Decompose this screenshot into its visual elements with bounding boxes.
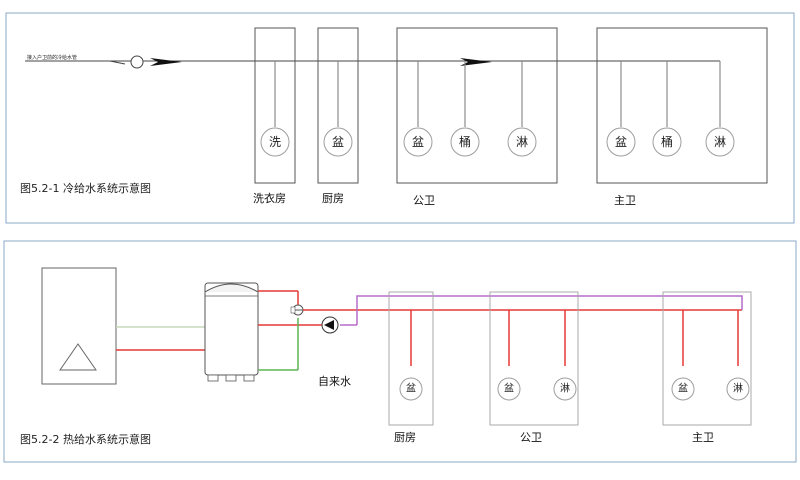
fixture-public-bath-shower: 淋 [507,127,537,157]
fixture-master-bath-shower: 淋 [705,127,735,157]
flow-arrow-icon [460,58,492,66]
room-box-public-bath [396,27,558,184]
room-box-laundry [254,27,296,184]
cold-inlet-label: 接入户卫前的冷给水管 [27,54,77,61]
room-label-kitchen: 厨房 [322,192,344,205]
hot-room-box-public-bath [489,291,579,426]
svg-text:盆: 盆 [412,135,424,149]
flow-arrow-icon [150,58,182,66]
svg-text:盆: 盆 [406,382,416,395]
cold-water-diagram: 接入户卫前的冷给水管 洗 盆 [5,12,795,224]
svg-text:桶: 桶 [459,134,471,149]
room-box-kitchen [317,27,359,184]
hot-fixture-public-bath-basin: 盆 [497,377,521,401]
hot-room-label-kitchen: 厨房 [394,431,416,444]
hot-water-diagram: 自来水 盆 [3,240,797,463]
svg-text:盆: 盆 [332,135,344,149]
cold-pipe-offset [109,60,126,65]
svg-text:淋: 淋 [714,135,726,149]
svg-text:盆: 盆 [504,382,514,395]
hot-fixture-master-bath-basin: 盆 [671,377,695,401]
svg-text:桶: 桶 [661,134,673,149]
recirculation-pipe [356,295,743,325]
hot-branch-pipes [410,310,739,366]
hot-room-label-public-bath: 公卫 [520,431,542,444]
svg-text:淋: 淋 [560,382,570,395]
hot-diagram-caption: 图5.2-2 热给水系统示意图 [20,432,151,446]
circulation-pump-icon [321,316,339,334]
fixture-master-bath-basin: 盆 [606,127,636,157]
room-box-master-bath [596,27,768,184]
water-meter-icon [130,55,144,69]
hot-fixture-kitchen-basin: 盆 [399,377,423,401]
room-label-public-bath: 公卫 [413,194,435,207]
room-label-master-bath: 主卫 [614,194,636,207]
fixture-kitchen-basin: 盆 [323,127,353,157]
cold-branch-pipes [274,61,721,127]
hot-diagram-frame [3,240,797,463]
cold-diagram-frame [5,12,795,224]
svg-text:洗: 洗 [269,135,281,149]
hot-fixture-master-bath-shower: 淋 [726,377,750,401]
fixture-public-bath-basin: 盆 [403,127,433,157]
tap-water-label: 自来水 [318,375,351,388]
mixing-valve-icon [290,304,304,316]
hot-room-label-master-bath: 主卫 [692,431,714,444]
room-label-laundry: 洗衣房 [253,191,286,205]
fixture-master-bath-toilet: 桶 [652,127,682,157]
svg-text:盆: 盆 [615,135,627,149]
hot-room-box-master-bath [662,291,752,426]
svg-text:淋: 淋 [516,135,528,149]
fixture-laundry-washer: 洗 [260,127,290,157]
fixture-public-bath-toilet: 桶 [450,127,480,157]
svg-text:淋: 淋 [733,382,743,395]
cold-diagram-caption: 图5.2-1 冷给水系统示意图 [20,181,151,195]
water-tank [204,282,259,382]
hot-fixture-public-bath-shower: 淋 [553,377,577,401]
triangle-icon [59,343,97,371]
hot-room-box-kitchen [388,291,434,426]
svg-text:盆: 盆 [678,382,688,395]
